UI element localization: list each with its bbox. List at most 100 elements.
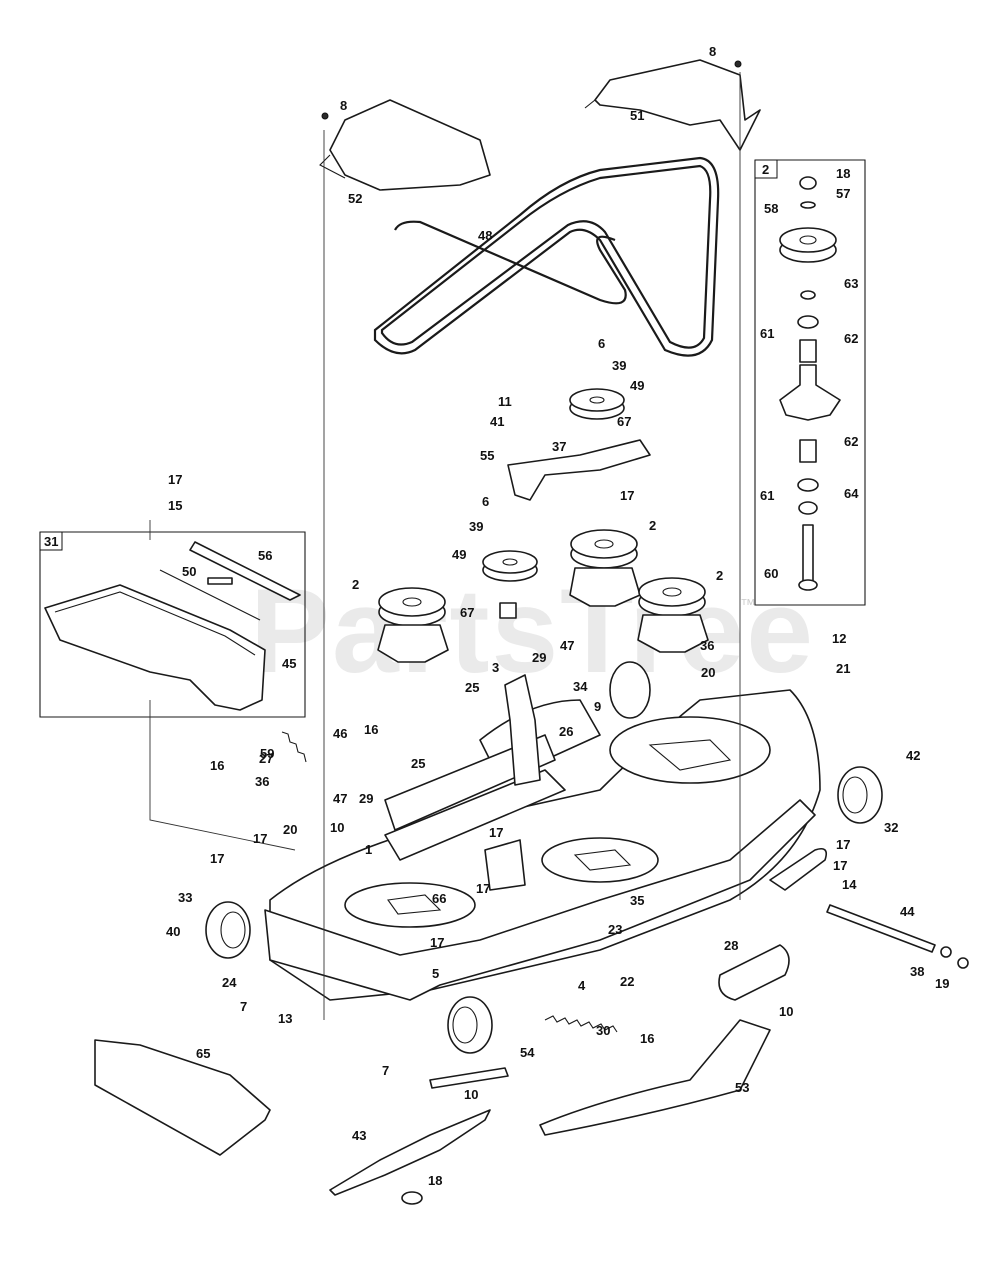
- anti-scalp-wheel-left: [205, 901, 251, 959]
- callout-29b: 29: [359, 791, 373, 806]
- callout-18a: 18: [836, 166, 850, 181]
- callout-11: 11: [498, 394, 512, 409]
- callout-17h: 17: [836, 837, 850, 852]
- inset-31-number: 31: [44, 534, 58, 549]
- callout-17c: 17: [253, 831, 267, 846]
- baffle: [539, 1019, 771, 1136]
- callout-20a: 20: [701, 665, 715, 680]
- callout-25b: 25: [411, 756, 425, 771]
- callout-6b: 6: [482, 494, 489, 509]
- callout-2b: 2: [352, 577, 359, 592]
- callout-16b: 16: [210, 758, 224, 773]
- callout-21: 21: [836, 661, 850, 676]
- callout-46: 46: [333, 726, 347, 741]
- callout-19: 19: [935, 976, 949, 991]
- callout-10b: 10: [779, 1004, 793, 1019]
- callout-17b: 17: [168, 472, 182, 487]
- callout-32: 32: [884, 820, 898, 835]
- callout-8a: 8: [709, 44, 716, 59]
- callout-26: 26: [559, 724, 573, 739]
- callout-7b: 7: [382, 1063, 389, 1078]
- callout-33: 33: [178, 890, 192, 905]
- front-hanger-rod: [826, 904, 969, 969]
- callout-23: 23: [608, 922, 622, 937]
- callout-50: 50: [182, 564, 196, 579]
- callout-16a: 16: [364, 722, 378, 737]
- idler-pulley-lower: [482, 550, 538, 619]
- callout-59: 59: [260, 746, 274, 761]
- callout-47a: 47: [560, 638, 574, 653]
- deck-roller: [718, 944, 790, 1001]
- callout-1: 1: [365, 842, 372, 857]
- callout-62a: 62: [844, 331, 858, 346]
- callout-13: 13: [278, 1011, 292, 1026]
- idler-bracket: [384, 674, 566, 891]
- callout-51: 51: [630, 108, 644, 123]
- discharge-chute: [94, 1039, 271, 1156]
- callout-25a: 25: [465, 680, 479, 695]
- callout-54: 54: [520, 1045, 535, 1060]
- callout-67a: 67: [617, 414, 631, 429]
- callout-57: 57: [836, 186, 850, 201]
- callout-16c: 16: [640, 1031, 654, 1046]
- callout-56: 56: [258, 548, 272, 563]
- callout-27: 27: [259, 751, 273, 766]
- callout-3: 3: [492, 660, 499, 675]
- callout-60: 60: [764, 566, 778, 581]
- callout-61a: 61: [760, 326, 774, 341]
- belt-cover-right: [584, 59, 761, 151]
- callout-14: 14: [842, 877, 857, 892]
- stabilizer-rod: [769, 847, 828, 891]
- callout-7a: 7: [240, 999, 247, 1014]
- callout-61b: 61: [760, 488, 774, 503]
- callout-53: 53: [735, 1080, 749, 1095]
- callout-4: 4: [578, 978, 586, 993]
- callout-9: 9: [594, 699, 601, 714]
- callout-17d: 17: [489, 825, 503, 840]
- callout-66: 66: [432, 891, 446, 906]
- callout-36a: 36: [700, 638, 714, 653]
- callout-10a: 10: [330, 820, 344, 835]
- callout-2c: 2: [716, 568, 723, 583]
- callout-67b: 67: [460, 605, 474, 620]
- idler-spring: [544, 1015, 618, 1033]
- spindle-left: [377, 587, 449, 663]
- callout-40: 40: [166, 924, 180, 939]
- extension-spring: [281, 731, 307, 763]
- callout-43: 43: [352, 1128, 366, 1143]
- mower-blade: [329, 1067, 509, 1205]
- belt-cover-left: [319, 99, 491, 191]
- callout-24: 24: [222, 975, 237, 990]
- gauge-wheel: [609, 661, 651, 719]
- callout-17e: 17: [210, 851, 224, 866]
- anti-scalp-wheel-front: [447, 996, 493, 1054]
- callout-47b: 47: [333, 791, 347, 806]
- callout-62b: 62: [844, 434, 858, 449]
- inset-2-number: 2: [762, 162, 769, 177]
- callout-39a: 39: [612, 358, 626, 373]
- callout-41: 41: [490, 414, 504, 429]
- callout-42: 42: [906, 748, 920, 763]
- callout-17i: 17: [833, 858, 847, 873]
- callout-17g: 17: [430, 935, 444, 950]
- callout-29a: 29: [532, 650, 546, 665]
- callout-18b: 18: [428, 1173, 442, 1188]
- callout-38: 38: [910, 964, 924, 979]
- callout-8b: 8: [340, 98, 347, 113]
- callout-22: 22: [620, 974, 634, 989]
- callout-37: 37: [552, 439, 566, 454]
- watermark: PartsTree: [250, 564, 815, 698]
- callout-28: 28: [724, 938, 738, 953]
- callout-12: 12: [832, 631, 846, 646]
- callout-17a: 17: [620, 488, 634, 503]
- callout-44: 44: [900, 904, 915, 919]
- callout-15: 15: [168, 498, 182, 513]
- callout-6a: 6: [598, 336, 605, 351]
- callout-39b: 39: [469, 519, 483, 534]
- spindle-inset: 2: [754, 159, 866, 606]
- callout-49a: 49: [630, 378, 644, 393]
- callout-65: 65: [196, 1046, 210, 1061]
- callout-35: 35: [630, 893, 644, 908]
- callout-5: 5: [432, 966, 439, 981]
